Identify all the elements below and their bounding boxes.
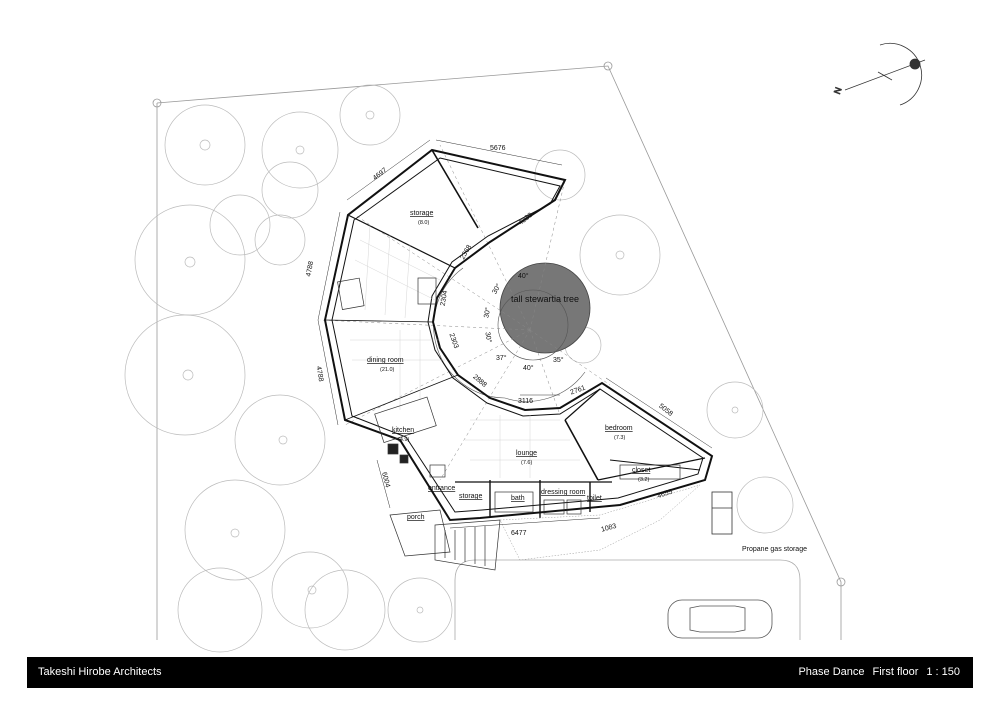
dimension-lines (317, 139, 713, 529)
storage-small-label: storage (459, 493, 482, 500)
floor-tiling (350, 224, 580, 478)
surrounding-trees (124, 84, 794, 653)
building-walls (323, 148, 714, 522)
angle-30-c: 30° (483, 331, 493, 343)
dim-2304: 2304 (440, 290, 450, 307)
bedroom-label: bedroom (605, 425, 633, 432)
dim-5058: 5058 (657, 403, 674, 418)
dim-6477: 6477 (511, 530, 527, 537)
storage-top-area: (8.0) (418, 220, 429, 226)
bedroom-area: (7.3) (614, 435, 625, 441)
angle-40-top: 40° (518, 272, 529, 280)
propane-tank (711, 491, 733, 535)
dim-6004: 6004 (380, 471, 391, 488)
dim-2303: 2303 (448, 332, 460, 349)
tree-label: tall stewartia tree (511, 294, 579, 304)
floor-name: First floor (872, 666, 919, 678)
storage-top-label: storage (410, 210, 433, 217)
kitchen-label: kitchen (392, 427, 414, 434)
dim-2368: 2368 (459, 244, 473, 261)
dim-1083: 1083 (600, 523, 617, 534)
dim-4655: 4655 (656, 488, 673, 500)
propane-label: Propane gas storage (742, 546, 807, 553)
entrance-label: entrance (428, 485, 455, 492)
lounge-label: lounge (516, 450, 537, 457)
kitchen-area: (4.9) (398, 437, 409, 443)
drawing-scale: 1 : 150 (926, 666, 960, 678)
dressing-label: dressing room (541, 489, 586, 496)
closet-label: closet (632, 467, 650, 474)
angle-40-bottom: 40° (523, 364, 534, 372)
toilet-label: toilet (587, 495, 602, 502)
compass: N (832, 42, 926, 106)
lounge-area: (7.6) (521, 460, 532, 466)
radial-guides (319, 144, 611, 481)
gravel-area (499, 484, 701, 561)
project-name: Phase Dance (798, 666, 865, 678)
bath-label: bath (511, 495, 525, 502)
dim-5676: 5676 (490, 145, 506, 152)
car (667, 599, 773, 639)
site-boundary (152, 61, 846, 640)
drawing-info: Phase Dance First floor 1 : 150 (790, 666, 960, 678)
north-label: N (832, 86, 844, 96)
room-labels: storage (8.0) dining room (21.0) kitchen… (367, 210, 807, 553)
dim-4788a: 4788 (306, 261, 316, 278)
dining-area: (21.0) (380, 367, 395, 373)
furniture (337, 277, 681, 515)
stewartia-tree (497, 262, 591, 361)
road-edge (454, 559, 801, 640)
angle-30-a: 30° (491, 282, 503, 295)
dim-4788b: 4788 (314, 366, 324, 383)
angle-37: 37° (496, 354, 507, 362)
dining-label: dining room (367, 357, 404, 364)
dim-2761: 2761 (569, 385, 586, 397)
angle-30-b: 30° (482, 307, 492, 319)
porch-steps (389, 509, 501, 571)
angle-35: 35° (553, 356, 564, 364)
firm-name: Takeshi Hirobe Architects (38, 666, 162, 678)
title-block: Takeshi Hirobe Architects Phase Dance Fir… (27, 657, 973, 688)
porch-label: porch (407, 514, 425, 521)
dim-4697: 4697 (372, 167, 389, 182)
closet-area: (3.2) (638, 477, 649, 483)
dim-3116: 3116 (518, 398, 533, 405)
inner-arc (433, 267, 586, 402)
